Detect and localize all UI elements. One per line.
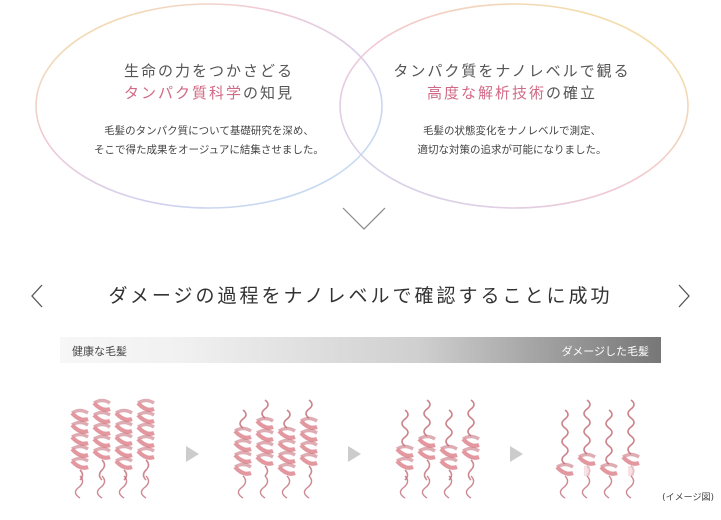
protein-strand — [439, 409, 458, 499]
image-caption: (イメージ図) — [662, 493, 714, 503]
left-circle-subtitle: タンパク質科学の知見 — [49, 82, 369, 104]
damage-gradient-bar — [60, 337, 661, 363]
damaged-hair-label: ダメージした毛髪 — [561, 345, 649, 358]
protein-strand — [114, 408, 133, 499]
hair-stage-4 — [555, 399, 640, 499]
left-subtitle-rest: の知見 — [243, 84, 295, 102]
hair-stage-2 — [233, 399, 318, 499]
left-angle-bracket-icon — [31, 284, 43, 308]
right-circle-ring — [339, 3, 689, 209]
right-subtitle-rest: の確立 — [546, 84, 598, 102]
right-circle-body: 毛髪の状態変化をナノレベルで測定、 適切な対策の追求が可能になりました。 — [352, 122, 672, 160]
protein-strand — [417, 399, 436, 499]
protein-strand — [461, 399, 480, 499]
chevron-down-icon — [342, 207, 386, 230]
protein-strand — [70, 408, 89, 499]
protein-strand — [136, 398, 155, 499]
protein-strand — [92, 398, 111, 499]
stage-arrow-icon — [186, 446, 199, 462]
left-body-line: そこで得た成果をオージュアに結集させました。 — [94, 144, 324, 156]
right-circle-content: タンパク質をナノレベルで観る 高度な解析技術の確立 毛髪の状態変化をナノレベルで… — [352, 60, 672, 160]
left-subtitle-highlight: タンパク質科学 — [123, 84, 243, 102]
section-heading: ダメージの過程をナノレベルで確認することに成功 — [108, 285, 613, 307]
venn-circles — [35, 3, 689, 230]
stage-arrow-icon — [510, 446, 523, 462]
protein-strand — [233, 409, 252, 499]
hair-stage-1 — [70, 398, 155, 499]
protein-strand — [255, 399, 274, 499]
left-circle-title: 生命の力をつかさどる — [123, 62, 294, 80]
right-circle-subtitle: 高度な解析技術の確立 — [352, 82, 672, 104]
protein-strand — [555, 409, 574, 499]
protein-strand — [577, 399, 596, 499]
protein-strand — [277, 409, 296, 499]
left-circle-content: 生命の力をつかさどる タンパク質科学の知見 毛髪のタンパク質について基礎研究を深… — [49, 60, 369, 160]
left-circle-body: 毛髪のタンパク質について基礎研究を深め、 そこで得た成果をオージュアに結集させま… — [49, 122, 369, 160]
hair-stages — [70, 398, 640, 499]
hair-stage-3 — [395, 399, 480, 499]
stage-arrow-icon — [348, 446, 361, 462]
right-subtitle-highlight-2: 解析技術 — [477, 84, 546, 102]
right-body-line: 適切な対策の追求が可能になりました。 — [417, 144, 607, 156]
protein-strand — [621, 399, 640, 499]
right-subtitle-highlight-1: 高度な — [426, 84, 478, 102]
protein-strand — [395, 409, 414, 499]
right-circle-title: タンパク質をナノレベルで観る — [393, 62, 631, 80]
protein-strand — [299, 399, 318, 499]
right-angle-bracket-icon — [678, 284, 690, 308]
protein-strand — [599, 409, 618, 499]
left-body-line: 毛髪のタンパク質について基礎研究を深め、 — [104, 125, 314, 137]
left-circle-ring — [35, 3, 383, 209]
right-body-line: 毛髪の状態変化をナノレベルで測定、 — [423, 125, 601, 137]
healthy-hair-label: 健康な毛髪 — [72, 345, 127, 358]
